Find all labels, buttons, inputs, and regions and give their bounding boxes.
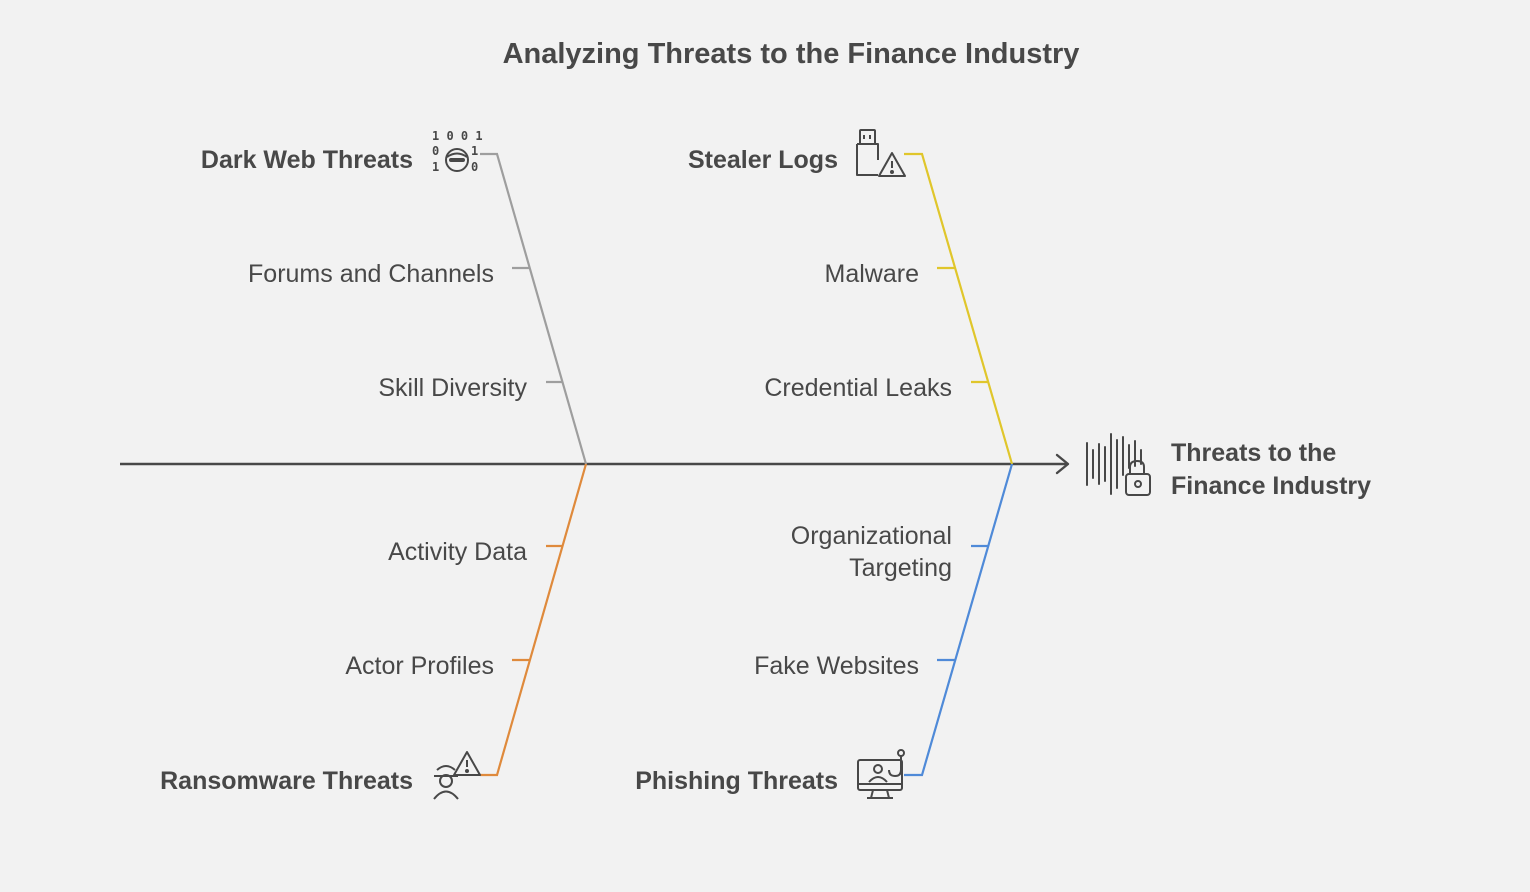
category-ransomware: Ransomware Threats: [160, 767, 413, 795]
cause-malware: Malware: [824, 260, 919, 288]
cause-credential-leaks: Credential Leaks: [764, 374, 952, 402]
bone-dark-web: [480, 152, 588, 465]
binary-hacker-icon: 1 0 0 1 0 1 1 0: [432, 129, 483, 174]
svg-text:0: 0: [432, 144, 439, 158]
cause-forums-and-channels: Forums and Channels: [248, 260, 494, 288]
category-stealer-logs: Stealer Logs: [687, 146, 838, 174]
cause-organizational-targeting: Organizational Targeting: [790, 522, 952, 582]
soundwave-padlock-icon: [1086, 433, 1151, 496]
svg-text:1 0 0 1: 1 0 0 1: [432, 129, 483, 143]
cause-skill-diversity: Skill Diversity: [378, 374, 527, 402]
svg-text:1: 1: [471, 144, 478, 158]
svg-text:1: 1: [432, 160, 439, 174]
diagram-title: Analyzing Threats to the Finance Industr…: [502, 38, 1080, 70]
cause-fake-websites: Fake Websites: [754, 652, 919, 680]
usb-warning-icon: [856, 129, 906, 177]
fishbone-head-label: Threats to the Finance Industry: [1171, 439, 1372, 500]
svg-text:0: 0: [471, 160, 478, 174]
bone-ransomware: [480, 463, 588, 777]
cause-actor-profiles: Actor Profiles: [345, 652, 494, 680]
category-dark-web: Dark Web Threats: [200, 146, 413, 174]
spine-arrowhead: [1055, 453, 1070, 475]
monitor-hook-icon: [857, 749, 905, 799]
bone-phishing: [904, 463, 1014, 777]
cause-activity-data: Activity Data: [388, 538, 527, 566]
category-phishing: Phishing Threats: [635, 767, 838, 795]
thief-warning-icon: [433, 751, 481, 800]
bone-stealer-logs: [904, 152, 1014, 465]
